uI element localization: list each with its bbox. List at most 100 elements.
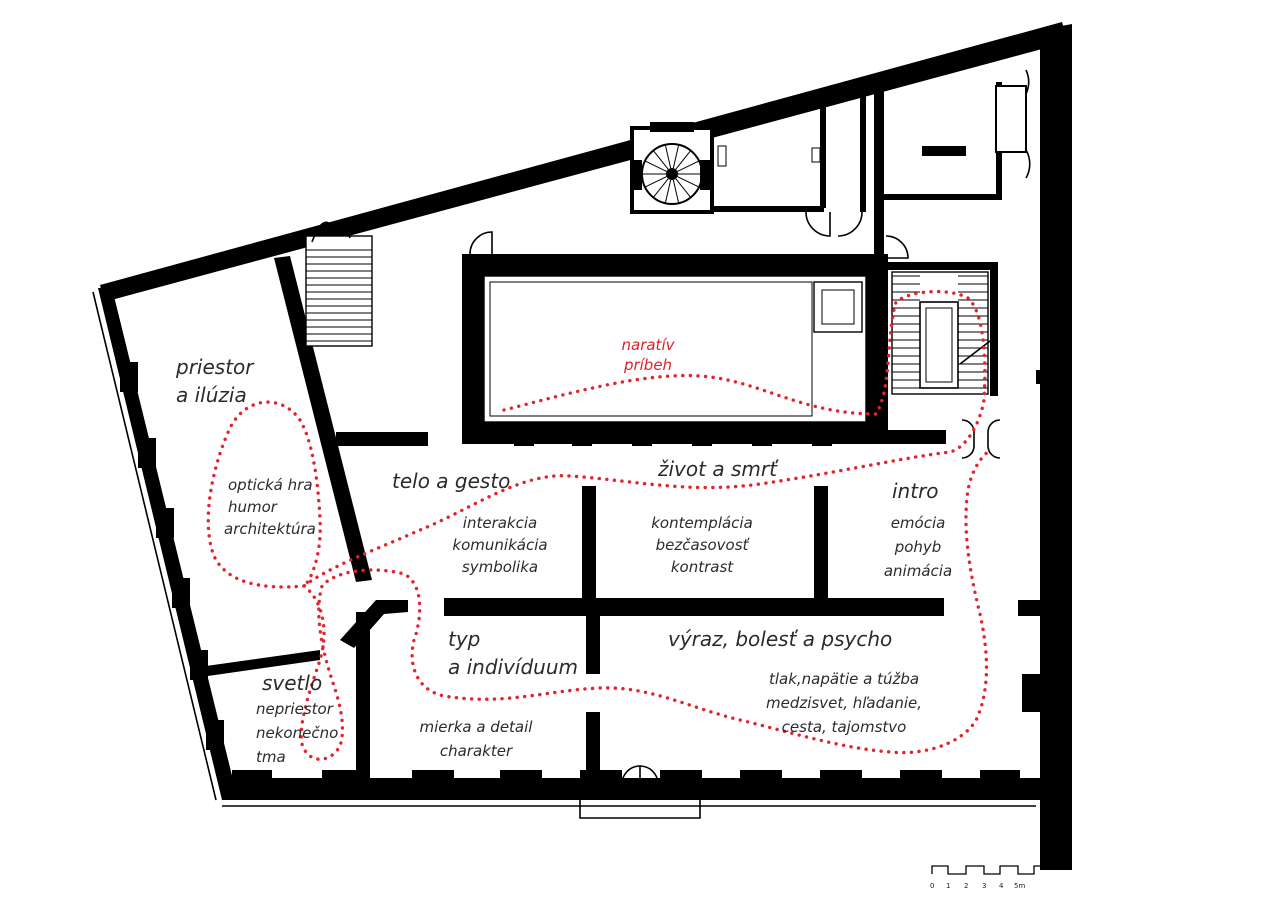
route-svetlo (299, 448, 992, 761)
west-pier (120, 362, 138, 392)
stair-tread (664, 144, 672, 169)
priestor-sub-3: architektúra (224, 520, 316, 538)
east-wall (1040, 24, 1072, 870)
stair-tread (672, 144, 680, 169)
telo-sub-1: interakcia (463, 514, 537, 532)
labels-priestor: priestor a ilúzia optická hra humor arch… (175, 355, 316, 538)
hall-west-wall (462, 254, 484, 444)
intro-sub-1: emócia (891, 514, 946, 532)
south-pier (900, 770, 942, 784)
pillar-zivot (814, 486, 828, 598)
svetlo-sub-3: tma (256, 748, 286, 766)
telo-sub-2: komunikácia (452, 536, 547, 554)
labels-narrative: naratív príbeh (622, 336, 676, 374)
priestor-sub-1: optická hra (228, 476, 313, 494)
svetlo-sub-2: nekonečno (256, 724, 338, 742)
stair-tread (644, 160, 667, 172)
stair-tread (644, 176, 667, 188)
stair-tread (652, 178, 669, 198)
south-piers (232, 770, 1020, 784)
west-piers (120, 362, 224, 750)
hall-south-wall (462, 422, 886, 444)
route-narrative (302, 289, 987, 588)
zivot-sub-3: kontrast (671, 558, 734, 576)
room-divider-left (336, 432, 428, 446)
west-pier (190, 650, 208, 680)
hall-east-wall (866, 254, 888, 444)
labels-vyraz: výraz, bolesť a psycho tlak,napätie a tú… (668, 627, 922, 736)
scale-label: 3 (982, 882, 986, 890)
stair-tread (677, 160, 700, 172)
south-pier (412, 770, 454, 784)
spiral-stair (630, 122, 714, 214)
stair-tread (652, 150, 669, 170)
stair-tread (664, 179, 672, 204)
west-stair (305, 221, 373, 347)
central-corridor-wall (444, 598, 944, 616)
labels-telo: telo a gesto interakcia komunikácia symb… (392, 469, 548, 576)
south-pier (980, 770, 1020, 784)
labels-mierka: mierka a detail charakter (420, 718, 534, 760)
south-pier (660, 770, 702, 784)
intro-sub-2: pohyb (894, 538, 942, 556)
priestor-sub-2: humor (228, 498, 278, 516)
interior-walls (206, 256, 1040, 778)
intro-sub-3: animácia (884, 562, 952, 580)
west-window-line (92, 291, 217, 801)
svetlo-east-wall (356, 612, 370, 778)
diagonal-partition (274, 256, 372, 582)
courtyard-hall (462, 231, 888, 446)
east-staircase (888, 262, 1042, 459)
scale-label: 1 (946, 882, 950, 890)
narrative-line-2: príbeh (623, 356, 672, 374)
vyraz-sub-1: tlak,napätie a túžba (769, 670, 919, 688)
intro-title: intro (892, 479, 939, 503)
scale-label: 4 (999, 882, 1004, 890)
north-wall (100, 22, 1068, 302)
labels-typ: typ a indivíduum (448, 627, 578, 679)
vyraz-sub-3: cesta, tajomstvo (782, 718, 907, 736)
south-pier (740, 770, 782, 784)
west-pier (172, 578, 190, 608)
telo-title: telo a gesto (392, 469, 510, 493)
angled-wall (340, 600, 408, 648)
zivot-sub-2: bezčasovosť (656, 536, 751, 554)
hall-north-wall (462, 254, 886, 276)
east-stub (1018, 600, 1040, 616)
priestor-title-2: a ilúzia (176, 383, 247, 407)
pillar-telo (582, 486, 596, 598)
west-pier (156, 508, 174, 538)
mierka-sub-1: mierka a detail (420, 718, 534, 736)
pillar-typ (586, 616, 600, 674)
stair-tread (675, 178, 692, 198)
zivot-title: život a smrť (657, 457, 779, 481)
south-entrance-bay (579, 800, 701, 819)
telo-sub-3: symbolika (462, 558, 538, 576)
labels-intro: intro emócia pohyb animácia (884, 479, 952, 580)
scale-label: 2 (964, 882, 968, 890)
priestor-title-1: priestor (175, 355, 255, 379)
south-door (621, 765, 659, 785)
typ-title-1: typ (448, 627, 480, 651)
svetlo-wall (206, 650, 320, 676)
south-pier (232, 770, 272, 784)
mierka-sub-2: charakter (440, 742, 513, 760)
south-pier (820, 770, 862, 784)
scale-bar: 0 1 2 3 4 5m (930, 865, 1052, 890)
pillar-mierka (586, 712, 600, 778)
vyraz-title: výraz, bolesť a psycho (668, 627, 892, 651)
south-pier (500, 770, 542, 784)
stair-tread (677, 176, 700, 188)
labels-svetlo: svetlo nepriestor nekonečno tma (256, 671, 338, 766)
svetlo-title: svetlo (262, 671, 322, 695)
west-pier (138, 438, 156, 468)
west-pier (206, 720, 224, 750)
south-pier (322, 770, 364, 784)
scale-label: 5m (1014, 882, 1025, 890)
labels-zivot: život a smrť kontemplácia bezčasovosť ko… (651, 457, 779, 576)
stair-tread (675, 150, 692, 170)
typ-title-2: a indivíduum (448, 655, 578, 679)
route-priestor (206, 400, 322, 589)
corridor-wall (880, 430, 946, 444)
